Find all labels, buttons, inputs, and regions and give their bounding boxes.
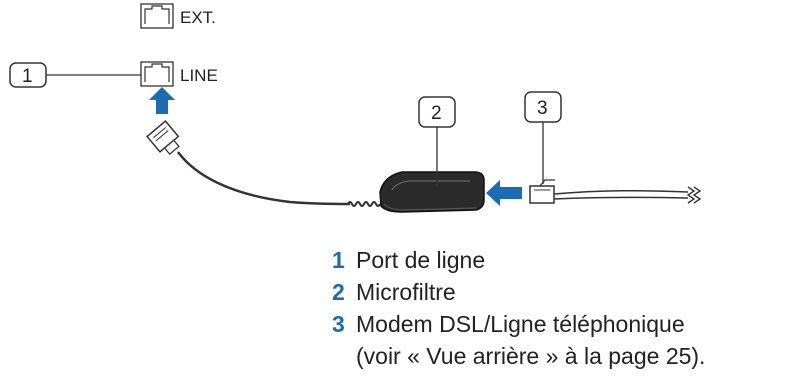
legend-item-1-text: Port de ligne bbox=[356, 247, 486, 273]
cable-coil bbox=[347, 201, 381, 207]
legend-item-3-line-2: (voir « Vue arrière » à la page 25). bbox=[356, 343, 706, 369]
legend-item-2: 2 Microfiltre bbox=[332, 276, 705, 308]
legend-item-3-text: Modem DSL/Ligne téléphonique (voir « Vue… bbox=[356, 308, 705, 372]
phone-cable bbox=[177, 151, 351, 206]
line-port: LINE bbox=[140, 61, 218, 87]
callout-1-number: 1 bbox=[22, 66, 33, 87]
callout-3: 3 bbox=[524, 91, 562, 184]
legend-item-1-number: 1 bbox=[332, 247, 345, 273]
legend-item-3-line-1: Modem DSL/Ligne téléphonique bbox=[356, 311, 685, 337]
callout-1: 1 bbox=[9, 62, 141, 88]
callout-2-number: 2 bbox=[431, 103, 442, 124]
line-port-icon bbox=[140, 61, 174, 87]
legend-item-2-text: Microfiltre bbox=[356, 279, 456, 305]
cable-break-icon bbox=[686, 186, 702, 204]
arrow-left-icon bbox=[486, 180, 522, 206]
arrow-up-icon bbox=[149, 87, 175, 114]
legend-item-3: 3 Modem DSL/Ligne téléphonique (voir « V… bbox=[332, 308, 705, 372]
microfilter bbox=[379, 171, 485, 213]
ext-port: EXT. bbox=[140, 3, 216, 29]
callout-2: 2 bbox=[418, 96, 456, 186]
rj11-plug-icon bbox=[146, 120, 180, 156]
line-port-label: LINE bbox=[180, 66, 218, 85]
legend: 1 Port de ligne 2 Microfiltre 3 Modem DS… bbox=[332, 244, 705, 372]
legend-item-3-number: 3 bbox=[332, 311, 345, 337]
legend-item-1: 1 Port de ligne bbox=[332, 244, 705, 276]
ext-port-label: EXT. bbox=[180, 8, 216, 27]
modem-cable bbox=[553, 189, 689, 200]
callout-3-number: 3 bbox=[537, 98, 548, 119]
ext-port-icon bbox=[140, 3, 174, 29]
modem-plug-icon bbox=[529, 179, 555, 204]
legend-item-2-number: 2 bbox=[332, 279, 345, 305]
